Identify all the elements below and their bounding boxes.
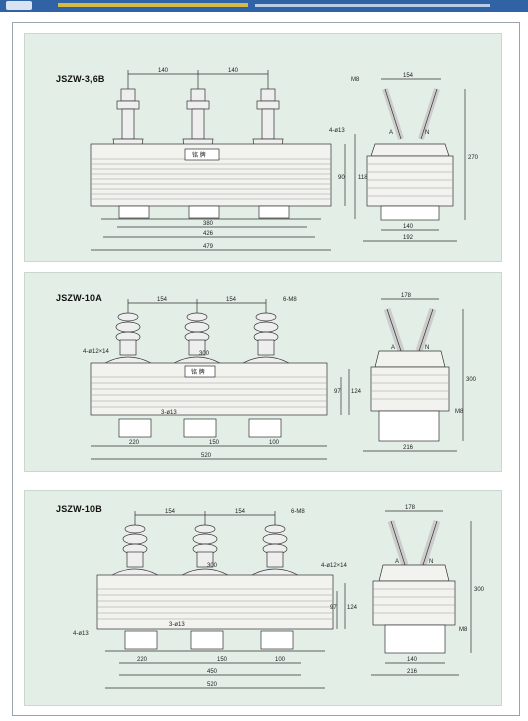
header-subtitle-strip [255, 4, 490, 7]
phase-a-label: A [391, 345, 395, 351]
dim-label: 154 [226, 297, 237, 303]
dim-label: 3-ø13 [169, 622, 185, 628]
dim-label: 4-ø12×14 [83, 349, 110, 355]
dim-label: 6-M8 [291, 509, 305, 515]
dim-label: 192 [403, 235, 414, 241]
phase-a-label: A [389, 130, 393, 136]
dim-label: 520 [207, 682, 218, 688]
dim-label: 100 [269, 440, 280, 446]
bushing [252, 88, 284, 153]
dim-label: 140 [158, 68, 169, 74]
dim-label: M8 [455, 409, 464, 415]
dim-label: 178 [405, 505, 416, 511]
company-logo [6, 1, 32, 10]
dim-label: 300 [474, 587, 485, 593]
dim-label: 270 [468, 155, 479, 161]
drawing-jszw-3-6b: 140 140 铭 牌 380 426 479 90 118 [90, 68, 479, 251]
panel-title: JSZW-3,6B [56, 74, 105, 84]
dim-label: 178 [401, 293, 412, 299]
drawing-jszw-10a: 154 154 6-M8 300 4-ø12×14 铭 牌 3-ø13 97 1… [83, 293, 477, 460]
dim-label: 97 [330, 605, 337, 611]
dim-label: 220 [137, 657, 148, 663]
dim-label: 4-ø13 [73, 631, 89, 637]
dim-label: 3-ø13 [161, 410, 177, 416]
dim-label: 140 [403, 224, 414, 230]
dim-label: 4-ø12×14 [321, 563, 348, 569]
dim-label: 520 [201, 453, 212, 459]
dim-label: 4-ø13 [329, 128, 345, 134]
dim-label: 154 [165, 509, 176, 515]
header-bar [0, 0, 528, 12]
dim-label: 100 [275, 657, 286, 663]
dim-label: 90 [338, 175, 345, 181]
nameplate-label: 铭 牌 [191, 368, 205, 376]
dim-label: 300 [466, 377, 477, 383]
dim-label: 150 [209, 440, 220, 446]
dim-label: 220 [129, 440, 140, 446]
panel-title: JSZW-10B [56, 504, 102, 514]
dim-label: M8 [459, 627, 468, 633]
bushing [182, 88, 214, 153]
dim-label: 150 [217, 657, 228, 663]
dim-label: 216 [407, 669, 418, 675]
drawing-jszw-10b: 154 154 6-M8 300 4-ø12×14 3-ø13 4-ø13 97… [73, 505, 485, 689]
dim-label: M8 [351, 77, 360, 83]
dim-label: 6-M8 [283, 297, 297, 303]
dim-label: 140 [407, 657, 418, 663]
nameplate-label: 铭 牌 [192, 151, 206, 159]
phase-n-label: N [425, 130, 429, 136]
phase-n-label: N [429, 559, 433, 565]
dim-label: 300 [199, 351, 210, 357]
panel-jszw-10b: JSZW-10B [24, 490, 502, 706]
dim-label: 124 [347, 605, 358, 611]
dim-label: 300 [207, 563, 218, 569]
dim-label: 450 [207, 669, 218, 675]
dim-label: 97 [334, 389, 341, 395]
dim-label: 124 [351, 389, 362, 395]
dim-label: 154 [157, 297, 168, 303]
dim-label: 216 [403, 445, 414, 451]
nameplate [184, 148, 220, 161]
panel-jszw-10a: JSZW-10A [24, 272, 502, 472]
dim-label: 479 [203, 244, 214, 250]
dim-label: 140 [228, 68, 239, 74]
header-title-strip [58, 3, 248, 7]
bushing [112, 88, 144, 153]
phase-n-label: N [425, 345, 429, 351]
dim-label: 380 [203, 221, 214, 227]
panel-title: JSZW-10A [56, 293, 102, 303]
dim-label: 154 [403, 73, 414, 79]
phase-a-label: A [395, 559, 399, 565]
panel-jszw-3-6b: JSZW-3,6B [24, 33, 502, 262]
dim-label: 426 [203, 231, 214, 237]
dim-label: 118 [358, 175, 368, 181]
dim-label: 154 [235, 509, 246, 515]
